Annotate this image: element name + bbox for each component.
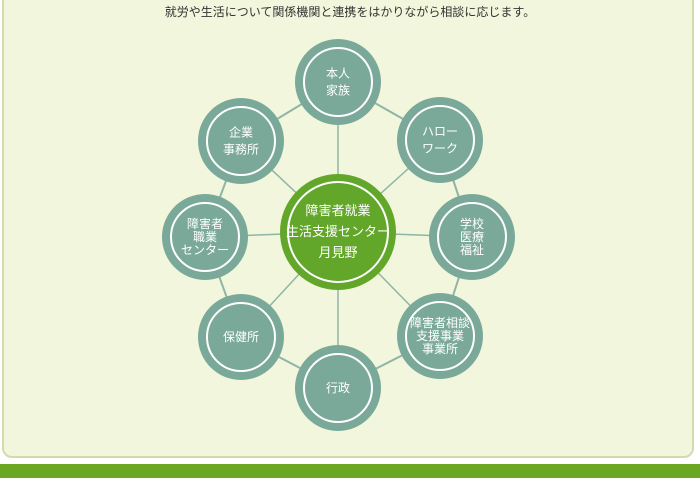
node-administration: 行政 — [295, 345, 381, 431]
node-label: 本人 — [326, 67, 350, 81]
node-label: 事務所 — [223, 143, 259, 157]
node-label: 行政 — [326, 381, 350, 395]
center-circle — [280, 174, 396, 290]
center-inner-ring — [287, 181, 389, 283]
node-label: ハロー — [422, 125, 458, 139]
node-circle — [397, 293, 483, 379]
node-label: 保健所 — [223, 330, 259, 344]
node-label: 企業 — [229, 125, 253, 140]
node-inner-ring — [303, 47, 373, 117]
node-label: 障害者 — [187, 216, 223, 231]
node-circle — [198, 98, 284, 184]
node-inner-ring — [405, 301, 475, 371]
node-circle — [162, 194, 248, 280]
node-health-center: 保健所 — [198, 294, 284, 380]
node-label: ワーク — [422, 142, 458, 156]
node-label: 家族 — [326, 83, 350, 98]
node-label: 障害者就業 — [305, 203, 370, 219]
intro-text: 就労や生活について関係機関と連携をはかりながら相談に応じます。 — [164, 5, 536, 19]
node-label: 月見野 — [318, 246, 357, 261]
node-inner-ring — [303, 353, 373, 423]
node-label: センター — [181, 243, 229, 257]
node-inner-ring — [206, 302, 276, 372]
node-circle — [295, 345, 381, 431]
node-circle — [429, 194, 515, 280]
node-label: 学校 — [460, 216, 484, 231]
node-inner-ring — [405, 105, 475, 175]
node-label: 支援事業 — [416, 329, 464, 343]
node-inner-ring — [437, 202, 507, 272]
footer-bar — [0, 464, 700, 478]
node-inner-ring — [206, 106, 276, 176]
node-label: 職業 — [193, 230, 217, 244]
node-label: 生活支援センター — [286, 225, 390, 240]
node-label: 福祉 — [460, 242, 484, 257]
node-inner-ring — [170, 202, 240, 272]
node-circle — [198, 294, 284, 380]
node-label: 障害者相談 — [410, 315, 470, 330]
node-label: 医療 — [460, 230, 484, 244]
node-circle — [397, 97, 483, 183]
node-circle — [295, 39, 381, 125]
node-label: 事業所 — [422, 342, 458, 356]
